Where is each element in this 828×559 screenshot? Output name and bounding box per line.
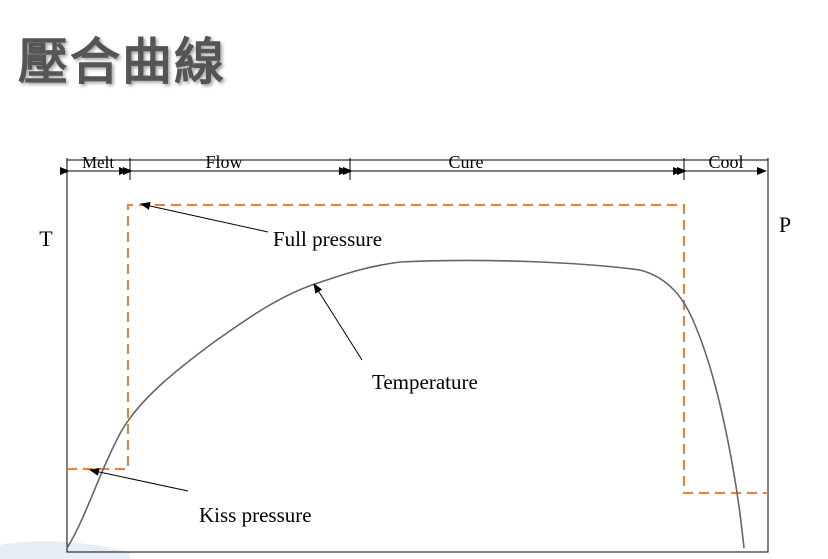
background-swoosh [0, 541, 130, 559]
pressure-profile-line [67, 204, 768, 494]
temperature-arrow-icon [313, 283, 363, 361]
plot-frame [66, 159, 769, 553]
full-pressure-label: Full pressure [273, 227, 382, 251]
pressure-axis-label: P [779, 212, 791, 237]
temperature-axis-label: T [39, 226, 53, 251]
phase-label-melt: Melt [82, 153, 114, 172]
phase-dividers [66, 158, 769, 180]
phase-label-cool: Cool [708, 152, 743, 172]
phase-label-flow: Flow [205, 152, 242, 172]
full-pressure-arrow-icon [140, 202, 269, 233]
phase-label-cure: Cure [449, 152, 484, 172]
temperature-label: Temperature [372, 370, 478, 394]
kiss-pressure-label: Kiss pressure [199, 503, 312, 527]
temperature-curve [66, 259, 745, 549]
kiss-pressure-arrow-icon [89, 467, 189, 492]
slide-title: 壓合曲線 [18, 33, 226, 91]
